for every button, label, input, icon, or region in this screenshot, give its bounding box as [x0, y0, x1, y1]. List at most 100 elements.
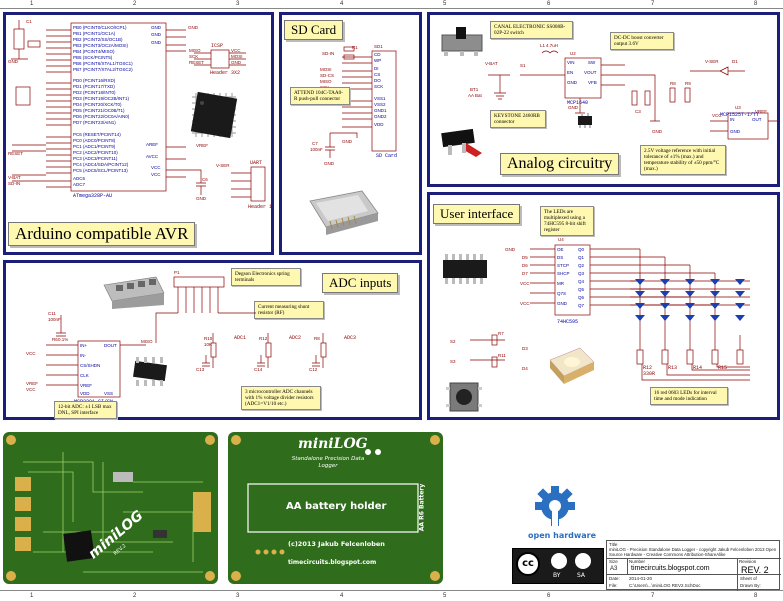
svg-text:GND: GND [188, 25, 199, 30]
svg-text:MISO: MISO [141, 339, 153, 344]
spring-terminal-photo [103, 276, 165, 309]
svg-text:D4: D4 [522, 366, 528, 371]
svg-text:MISO: MISO [189, 48, 201, 53]
ui-title: User interface [433, 204, 521, 224]
ui-panel: User interface The LEDs are multiplexed … [427, 192, 780, 420]
svg-text:VREF: VREF [26, 381, 38, 386]
tactile-button-photo [446, 382, 482, 412]
svg-text:S1: S1 [520, 63, 526, 68]
svg-text:PC0 (ADC0/PCINT8): PC0 (ADC0/PCINT8) [73, 138, 116, 143]
ruler-bottom: 1 2 3 4 5 6 7 8 [0, 590, 783, 601]
svg-text:Q5: Q5 [578, 287, 585, 292]
svg-text:R9: R9 [685, 81, 691, 86]
led-resistor-r14: R14 [693, 365, 703, 371]
svg-text:U4: U4 [558, 237, 564, 242]
adc-spec-note: 12-bit ADC: ±1 LSB max DNL, SPI interfac… [54, 401, 117, 419]
avr-title: Arduino compatible AVR [8, 222, 196, 246]
svg-text:PD5 (PCINT21/OC0B/T1): PD5 (PCINT21/OC0B/T1) [73, 108, 125, 113]
svg-text:R7: R7 [498, 331, 504, 336]
ruler-mark: 7 [651, 593, 655, 599]
ruler-mark: 8 [754, 1, 758, 7]
svg-text:WP: WP [374, 58, 381, 63]
svg-text:GND: GND [151, 25, 162, 30]
svg-text:SD-IN: SD-IN [8, 181, 20, 186]
svg-text:VCC: VCC [712, 113, 722, 118]
svg-text:Q7: Q7 [578, 303, 585, 308]
vref-note: 2.5V voltage reference with initial tole… [640, 145, 726, 175]
tb-sheet-label: Sheet of [740, 576, 757, 581]
icsp-label: ICSP [211, 43, 224, 49]
analog-title: Analog circuitry [500, 153, 620, 175]
svg-text:GND: GND [652, 129, 663, 134]
svg-text:RESET: RESET [8, 151, 23, 156]
svg-text:PD3 (PCINT19/OC2B/INT1): PD3 (PCINT19/OC2B/INT1) [73, 96, 130, 101]
svg-text:GND: GND [196, 196, 207, 201]
pcb-front-decor [231, 435, 440, 581]
mcu-part-label: ATmega328P-AU [73, 193, 113, 199]
svg-text:0.1%: 0.1% [58, 337, 68, 342]
sot-chip-photo [578, 113, 592, 128]
shift-register-label: 74HC595 [557, 319, 579, 325]
svg-text:C11: C11 [48, 311, 56, 316]
svg-text:R11: R11 [498, 353, 506, 358]
uart-label: UART [250, 160, 263, 166]
by-icon [551, 553, 567, 569]
ruler-mark: 1 [30, 593, 34, 599]
svg-text:PC6 (RESET/PCINT14): PC6 (RESET/PCINT14) [73, 132, 121, 137]
soic8-chip-photo [133, 357, 167, 386]
ruler-mark: 6 [547, 1, 551, 7]
svg-text:DI: DI [374, 66, 379, 71]
svg-text:VREF: VREF [80, 383, 92, 388]
svg-text:L1: L1 [540, 43, 546, 48]
svg-text:GND: GND [568, 105, 579, 110]
svg-text:V-SER: V-SER [216, 163, 230, 168]
svg-text:PD1 (PCINT17/TXD): PD1 (PCINT17/TXD) [73, 84, 115, 89]
smd-led-photo [549, 347, 595, 384]
pcb-front-holder: AA battery holder [286, 501, 387, 512]
svg-text:IN: IN [730, 117, 735, 122]
svg-text:VDD: VDD [374, 122, 384, 127]
svg-text:AA Bat: AA Bat [468, 93, 483, 98]
cc-sa-label: SA [577, 572, 586, 579]
ruler-mark: 2 [133, 593, 137, 599]
svg-text:VREF: VREF [196, 143, 208, 148]
svg-text:RESET: RESET [189, 60, 204, 65]
leds-count-note: 16 red 0603 LEDs for interval time and m… [650, 387, 728, 405]
svg-text:VDD: VDD [80, 391, 90, 396]
adc1-net-label: ADC1 [234, 335, 247, 341]
svg-text:EN: EN [567, 70, 573, 75]
svg-text:VCC: VCC [26, 387, 36, 392]
svg-text:SHCP: SHCP [557, 271, 570, 276]
svg-text:SD-CS: SD-CS [320, 73, 334, 78]
svg-text:V-BAT: V-BAT [485, 61, 498, 66]
svg-text:PB4 (PCINT4/MISO): PB4 (PCINT4/MISO) [73, 49, 115, 54]
svg-text:PD6 (PCINT22/OC0A/AIN0): PD6 (PCINT22/OC0A/AIN0) [73, 114, 130, 119]
svg-text:PC3 (ADC3/PCINT11): PC3 (ADC3/PCINT11) [73, 156, 118, 161]
ruler-mark: 7 [651, 1, 655, 7]
svg-text:CS/SHDN: CS/SHDN [80, 363, 100, 368]
sd-socket-photo [309, 190, 379, 235]
ruler-mark: 5 [443, 1, 447, 7]
ruler-mark: 4 [340, 1, 344, 7]
tb-number-label: Number [629, 559, 646, 564]
svg-text:R1: R1 [352, 45, 358, 50]
svg-text:AREF: AREF [146, 142, 158, 147]
svg-text:Q1: Q1 [578, 255, 585, 260]
svg-text:R12: R12 [259, 336, 268, 341]
svg-text:Q2: Q2 [578, 263, 585, 268]
svg-text:GND: GND [567, 80, 578, 85]
svg-text:VCC: VCC [151, 165, 161, 170]
svg-text:R8: R8 [670, 81, 676, 86]
svg-text:V-BAT: V-BAT [8, 175, 21, 180]
svg-text:D6: D6 [522, 263, 528, 268]
pcb-back-render: miniLOG REV.2 [3, 432, 218, 584]
svg-text:PC2 (ADC2/PCINT10): PC2 (ADC2/PCINT10) [73, 150, 118, 155]
led-resistor-r13: R13 [668, 365, 678, 371]
ruler-mark: 6 [547, 593, 551, 599]
pcb-front-copyright: (c)2013 Jakub Felcenloben [288, 540, 385, 548]
svg-text:AVCC: AVCC [146, 154, 159, 159]
svg-text:PD7 (PCINT23/AIN1): PD7 (PCINT23/AIN1) [73, 120, 116, 125]
led-resistor-value: 330R [643, 371, 656, 377]
